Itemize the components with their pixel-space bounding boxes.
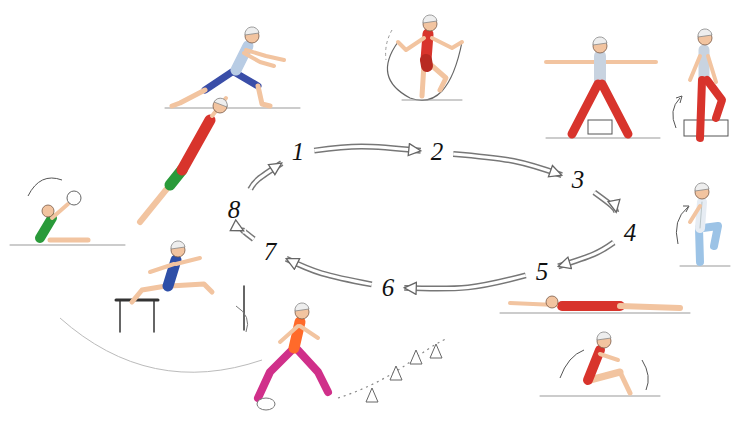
circuit-arrow [286, 259, 372, 285]
lunge-figure [165, 27, 300, 108]
arrow-body [250, 163, 282, 189]
station-number: 5 [531, 256, 554, 288]
lean-and-ball-figures [10, 98, 227, 245]
step-figures [546, 29, 728, 138]
arrow-outline [243, 230, 254, 239]
station-number: 6 [377, 272, 400, 304]
station-number-text: 7 [264, 238, 277, 266]
station-number: 7 [259, 236, 282, 268]
circuit-arrow [314, 147, 421, 151]
station-number: 2 [426, 136, 449, 168]
arrow-outline [594, 192, 616, 212]
arrow-outline [404, 275, 526, 288]
circuit-arrow [558, 243, 614, 267]
knee-lift-figure [676, 183, 730, 266]
arrow-body [594, 192, 616, 212]
station-number: 1 [287, 136, 310, 168]
arrow-outline [453, 154, 562, 175]
arrow-outline [286, 259, 372, 285]
station-number-text: 4 [624, 219, 637, 247]
station-number-text: 1 [292, 138, 305, 166]
hurdle-figure [60, 241, 262, 372]
station-number-text: 2 [431, 138, 444, 166]
station-number-text: 5 [536, 258, 549, 286]
circuit-arrow [404, 275, 526, 288]
arrow-outline [314, 147, 421, 151]
arrow-body [558, 243, 614, 267]
circuit-arrow [250, 163, 282, 189]
skipping-figure [386, 15, 462, 100]
arrow-body [286, 259, 372, 285]
cone-run-figure [257, 303, 448, 410]
arrow-body [314, 147, 421, 151]
arrow-outline [558, 243, 614, 267]
station-number: 3 [567, 164, 590, 196]
arrow-body [453, 154, 562, 175]
station-number-text: 6 [382, 274, 395, 302]
station-number-text: 3 [572, 166, 585, 194]
floor-figures [500, 296, 690, 396]
arrow-body [243, 230, 254, 239]
station-number-text: 8 [228, 196, 241, 224]
circuit-arrow [453, 154, 562, 175]
circuit-arrow [243, 230, 254, 239]
station-number: 4 [619, 217, 642, 249]
arrow-body [404, 275, 526, 288]
circuit-arrow [594, 192, 616, 212]
arrow-outline [250, 163, 282, 189]
station-number: 8 [223, 194, 246, 226]
